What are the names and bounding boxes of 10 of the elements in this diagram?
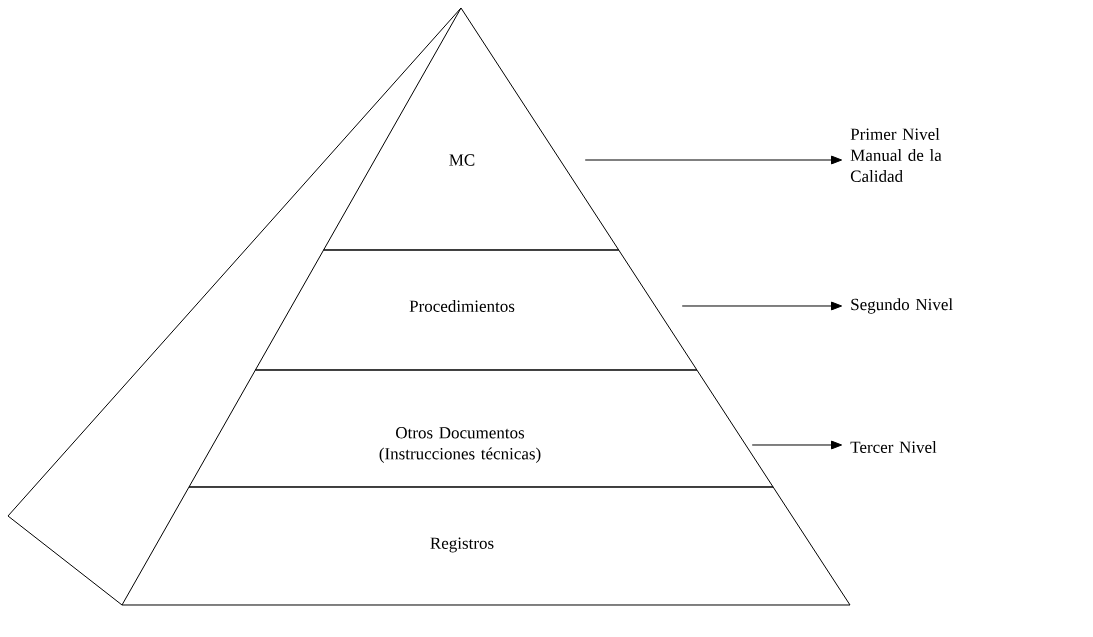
- arrow: [681, 301, 843, 311]
- pyramid-level: Otros Documentos (Instrucciones técnicas): [188, 369, 774, 488]
- pyramid-level: MC: [323, 7, 620, 251]
- arrow: [751, 440, 843, 450]
- level-label: Segundo Nivel: [851, 298, 953, 314]
- level-label: Tercer Nivel: [850, 441, 937, 453]
- pyramid-level: Procedimientos: [254, 249, 698, 371]
- arrow: [584, 155, 843, 165]
- level-label: Primer Nivel Manual de la Calidad: [850, 128, 942, 182]
- pyramid-level: Registros: [121, 486, 851, 606]
